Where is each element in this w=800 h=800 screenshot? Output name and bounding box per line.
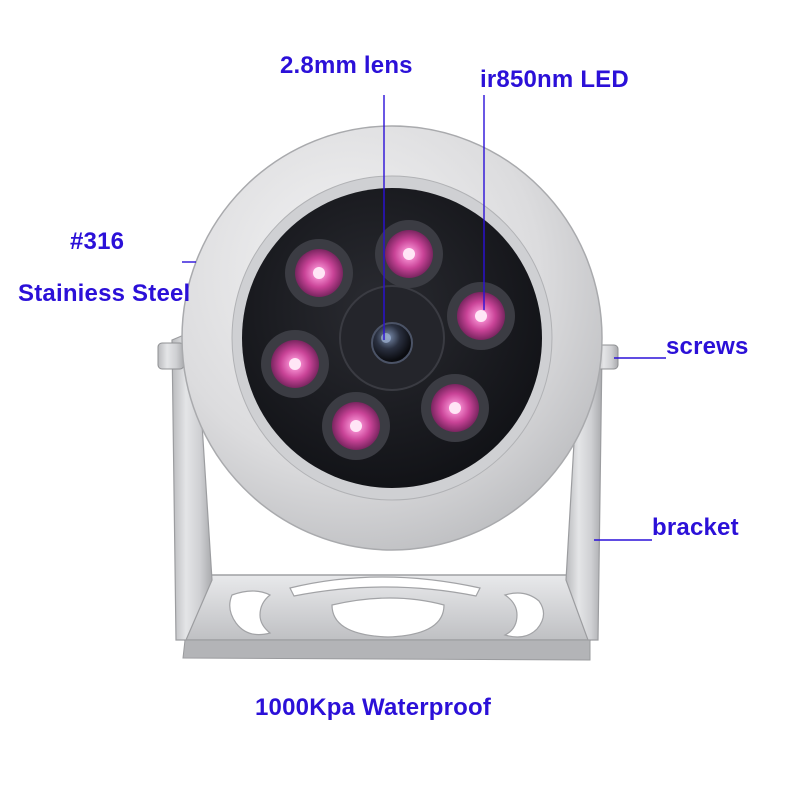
label-screws: screws xyxy=(666,333,749,360)
callout-lines xyxy=(182,95,666,541)
label-led: ir850nm LED xyxy=(480,66,629,93)
label-lens: 2.8mm lens xyxy=(280,52,413,79)
label-steel-type: Stainiess Steel xyxy=(18,280,191,307)
label-waterproof: 1000Kpa Waterproof xyxy=(255,694,492,721)
screws xyxy=(157,342,619,370)
bracket xyxy=(171,329,603,661)
label-bracket: bracket xyxy=(652,514,739,541)
ir-led-array xyxy=(261,220,515,460)
label-steel-grade: #316 xyxy=(70,228,125,255)
